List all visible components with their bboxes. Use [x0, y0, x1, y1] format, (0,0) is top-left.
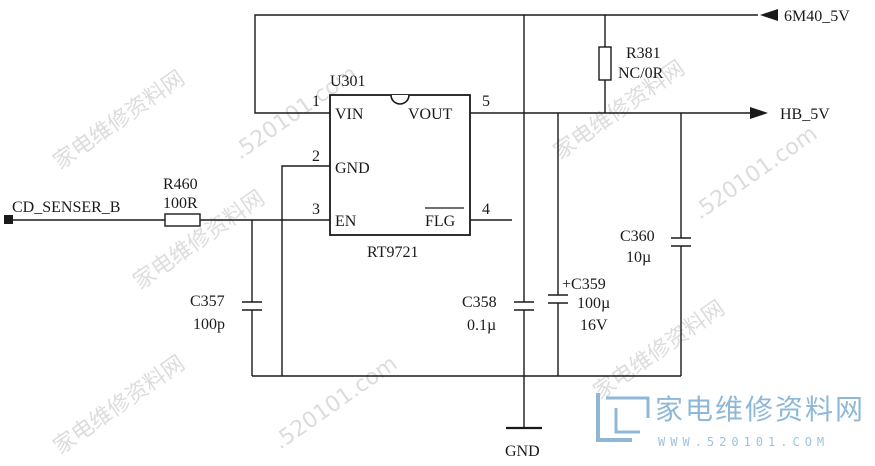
resistor-r460-body: [164, 213, 201, 227]
output-arrow-icon: [750, 107, 768, 119]
site-logo: 家电维修资料网 WWW.520101.COM: [596, 393, 865, 449]
logo-text-cn: 家电维修资料网: [655, 393, 865, 426]
c359-value: 100µ: [577, 295, 610, 312]
pin-number-vin: 1: [312, 93, 320, 110]
connector-terminal-icon: [4, 215, 13, 224]
gnd-pin-wire: [281, 165, 330, 376]
c359-ref: +C359: [562, 276, 606, 293]
capacitor-c358: C358 0.1µ: [462, 15, 534, 428]
pin-name-flg: FLG: [425, 213, 456, 230]
capacitor-c357: C357 100p: [190, 220, 262, 376]
input-arrow-icon: [760, 9, 778, 21]
ic-notch: [390, 94, 410, 105]
net-label-output: HB_5V: [780, 106, 830, 123]
net-label-control: CD_SENSER_B: [12, 199, 120, 216]
c357-value: 100p: [193, 316, 225, 333]
ground-symbol: GND: [505, 426, 542, 460]
pin-number-flg: 4: [482, 201, 490, 218]
c358-value: 0.1µ: [467, 317, 496, 334]
watermark-text-cn: 家电维修资料网: [589, 296, 730, 405]
logo-text-url: WWW.520101.COM: [658, 435, 829, 449]
watermark-text-cn: 家电维修资料网: [129, 186, 270, 295]
c357-ref: C357: [190, 293, 225, 310]
pin-name-vin: VIN: [335, 106, 364, 123]
watermark-text-url: .520101.com: [269, 351, 402, 455]
c360-value: 10µ: [626, 249, 651, 266]
ic-part: RT9721: [367, 244, 418, 261]
watermark-text-cn: 家电维修资料网: [49, 66, 190, 175]
r460-ref: R460: [163, 176, 198, 193]
pin-name-vout: VOUT: [408, 106, 453, 123]
r381-ref: R381: [626, 45, 661, 62]
c359-voltage: 16V: [580, 317, 608, 334]
ic-ref: U301: [330, 73, 366, 90]
pin-number-en: 3: [312, 201, 320, 218]
pin-name-en: EN: [335, 213, 357, 230]
capacitor-c359: +C359 100µ 16V: [548, 113, 610, 376]
c358-ref: C358: [462, 294, 497, 311]
r381-value: NC/0R: [618, 65, 664, 82]
capacitor-c360: C360 10µ: [620, 113, 691, 376]
net-label-ground: GND: [505, 443, 540, 460]
ic-body: [329, 94, 471, 236]
output-rail: HB_5V: [470, 106, 830, 123]
pin-number-vout: 5: [482, 93, 490, 110]
r460-value: 100R: [163, 195, 198, 212]
resistor-body: [598, 46, 612, 81]
input-rail: 6M40_5V: [254, 8, 850, 114]
watermark-text-cn: 家电维修资料网: [49, 351, 190, 460]
pin-name-gnd: GND: [335, 160, 370, 177]
resistor-r381: R381 NC/0R: [598, 15, 664, 113]
pin-number-gnd: 2: [312, 148, 320, 165]
logo-emblem-icon: [596, 393, 650, 442]
watermark-text-url: .520101.com: [689, 121, 822, 225]
net-label-input: 6M40_5V: [784, 8, 850, 25]
ic-u301: U301 RT9721 1 VIN 2 GND 3 EN 4 FLG 5 VOU…: [312, 73, 490, 261]
c360-ref: C360: [620, 228, 655, 245]
enable-input: CD_SENSER_B R460 100R: [4, 176, 330, 227]
